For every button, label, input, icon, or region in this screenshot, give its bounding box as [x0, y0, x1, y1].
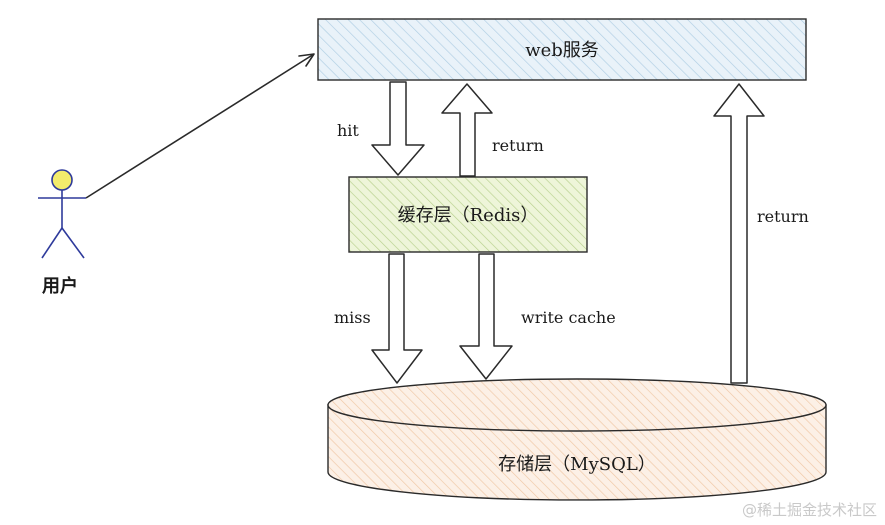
hit-label: hit — [337, 121, 359, 140]
web-service-label: web服务 — [525, 40, 599, 61]
return-cache-arrow — [441, 83, 493, 177]
watermark: @稀土掘金技术社区 — [742, 501, 877, 519]
write-cache-arrow — [459, 253, 513, 380]
storage-cylinder: 存储层（MySQL） — [327, 378, 827, 501]
storage-layer-label: 存储层（MySQL） — [498, 454, 656, 475]
cache-layer-label: 缓存层（Redis） — [398, 205, 539, 226]
hit-arrow — [371, 81, 425, 176]
write-cache-label: write cache — [521, 308, 616, 327]
miss-arrow — [371, 253, 423, 384]
user-label: 用户 — [42, 275, 78, 297]
miss-label: miss — [334, 308, 371, 327]
user-actor-icon — [38, 169, 86, 259]
return-cache-label: return — [492, 136, 544, 155]
return-storage-label: return — [757, 207, 809, 226]
user-request-arrow — [85, 53, 315, 199]
cache-layer-box: 缓存层（Redis） — [348, 176, 588, 253]
return-storage-arrow — [713, 83, 765, 384]
web-service-box: web服务 — [317, 18, 807, 81]
